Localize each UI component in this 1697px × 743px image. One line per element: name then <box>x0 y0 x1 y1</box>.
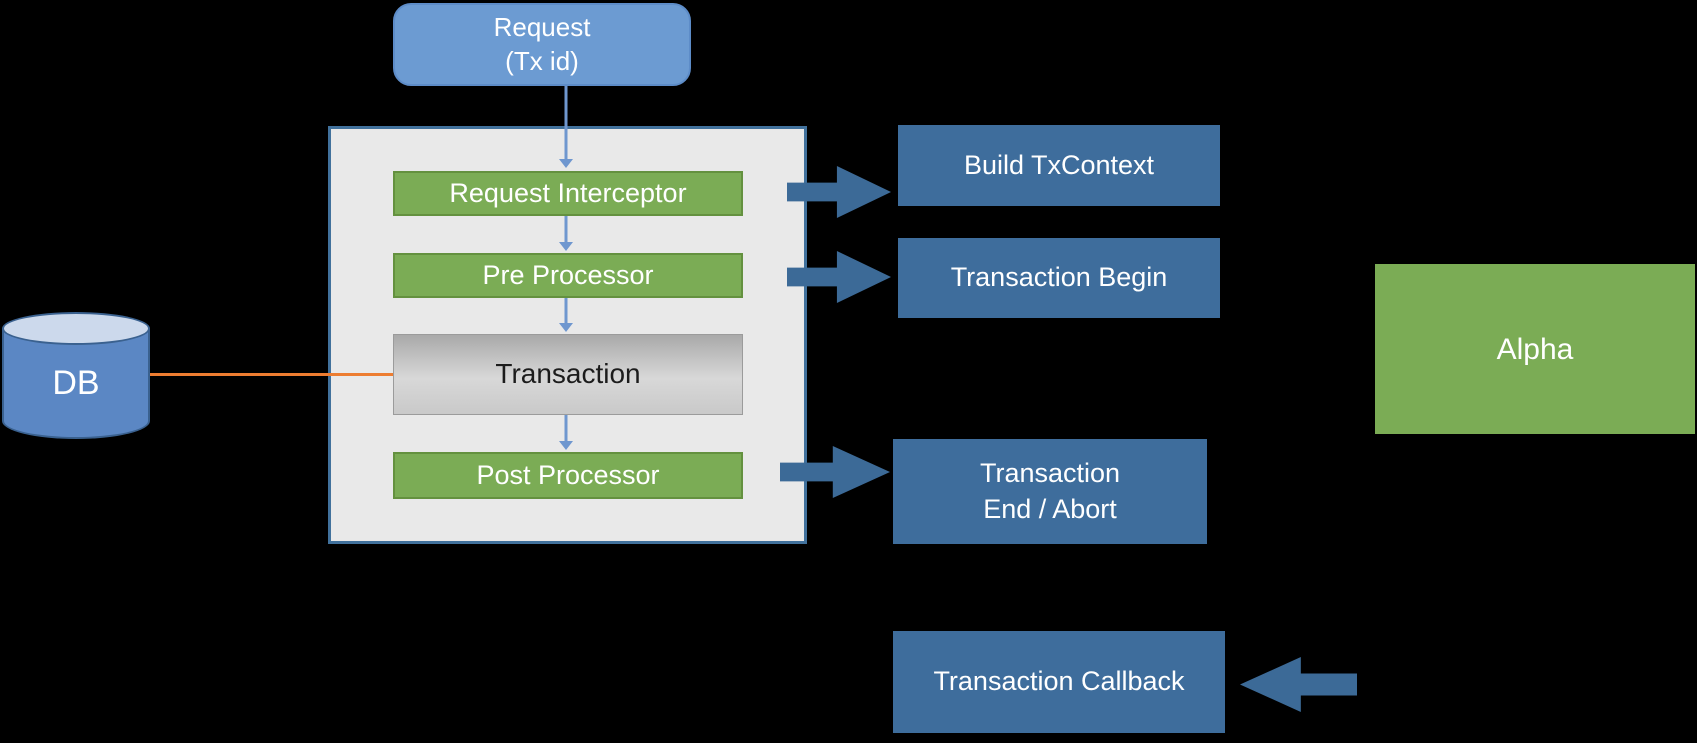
arrow-head <box>559 242 573 251</box>
arrow-head <box>559 159 573 168</box>
db-label: DB <box>52 364 100 402</box>
down-arrow-interceptor-to-pre-icon <box>558 216 574 251</box>
alpha-node: Alpha <box>1375 264 1695 434</box>
down-arrow-request-to-interceptor-icon <box>558 86 574 168</box>
db-cylinder: DB <box>2 312 154 443</box>
transaction-callback-node: Transaction Callback <box>893 631 1225 733</box>
arrow-stem <box>564 298 568 324</box>
arrow-head <box>559 323 573 332</box>
down-arrow-transaction-to-post-icon <box>558 415 574 450</box>
transaction-end-abort-node: Transaction End / Abort <box>893 439 1207 544</box>
transaction-node: Transaction <box>393 334 743 415</box>
arrow-stem <box>564 216 568 243</box>
down-arrow-pre-to-transaction-icon <box>558 298 574 332</box>
arrow-stem <box>564 415 568 442</box>
db-cylinder-body <box>2 328 150 439</box>
request-interceptor-node: Request Interceptor <box>393 171 743 216</box>
pre-processor-node: Pre Processor <box>393 253 743 298</box>
arrow-head <box>559 441 573 450</box>
request-node: Request (Tx id) <box>393 3 691 86</box>
db-transaction-connector <box>150 373 393 376</box>
build-txcontext-node: Build TxContext <box>898 125 1220 206</box>
post-processor-node: Post Processor <box>393 452 743 499</box>
arrow-stem <box>564 86 568 160</box>
block-arrow-left-callback-icon <box>1240 657 1357 712</box>
transaction-begin-node: Transaction Begin <box>898 238 1220 318</box>
db-cylinder-top <box>2 312 150 345</box>
